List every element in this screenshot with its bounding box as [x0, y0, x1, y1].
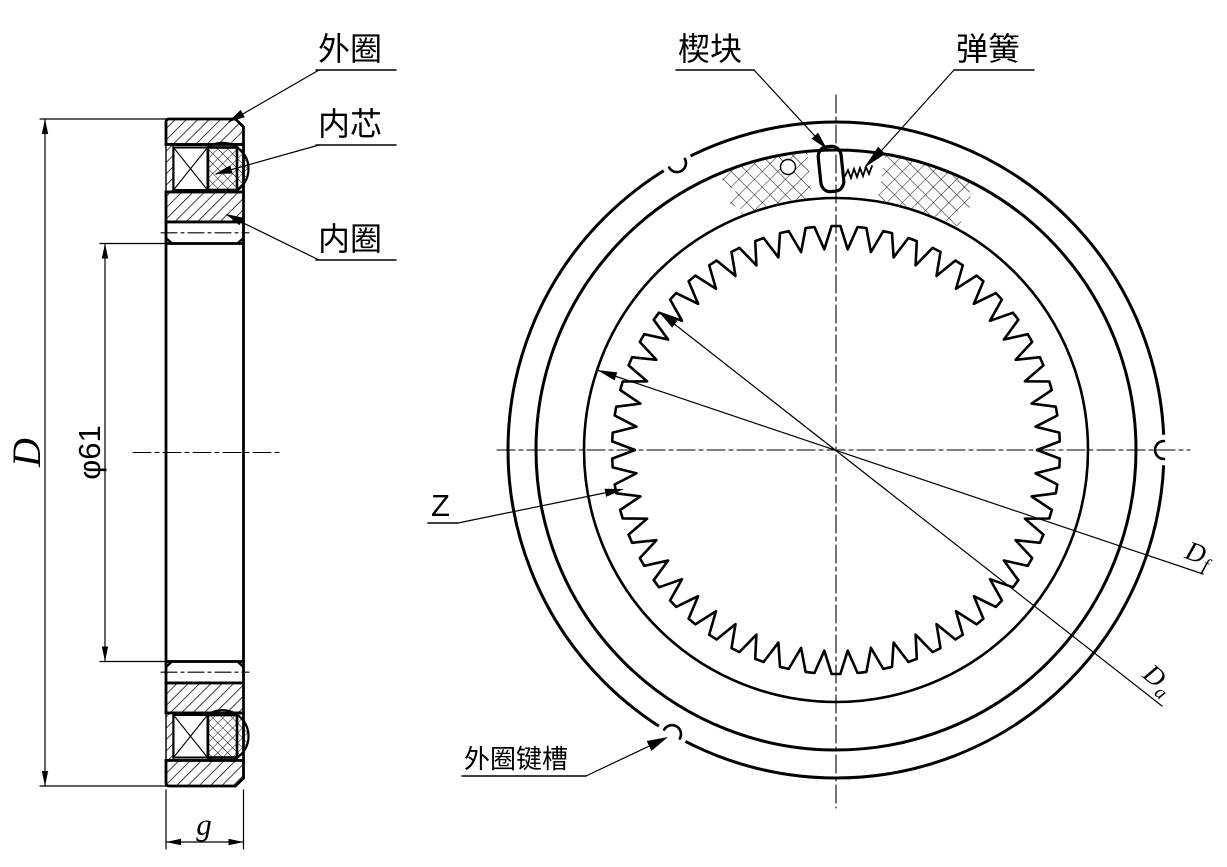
root-diameter-line — [596, 369, 1204, 575]
tip-diameter-line — [658, 311, 1163, 707]
keyway-notch-mask — [658, 724, 686, 744]
spring-coil — [844, 164, 873, 181]
cage-lip-bottom — [165, 712, 174, 762]
width-label: g — [196, 807, 212, 842]
leader-arrow-sprag — [811, 132, 827, 149]
cage-rivet-hole — [779, 158, 797, 176]
inner-ring-hub-top — [164, 220, 245, 245]
arrow-root-diameter — [597, 370, 618, 381]
leader-arrow-inner-core — [215, 165, 233, 174]
outer-ring-label: 外圈 — [318, 31, 382, 67]
inner-ring-section-bottom — [164, 681, 245, 715]
keyway-notch — [662, 723, 683, 740]
keyway-notch-mask — [663, 153, 692, 173]
leader-arrow-teeth-count — [604, 488, 624, 497]
sprag-core-box-bottom — [206, 713, 239, 759]
teeth-count-symbol: Z — [431, 488, 450, 523]
arrow-tip-diameter — [659, 312, 678, 328]
cage-lip-top — [165, 143, 174, 193]
inner-ring-leader-line — [226, 214, 320, 261]
sprag-label: 楔块 — [678, 31, 742, 67]
sprag-leader-line — [753, 69, 826, 148]
leader-arrow-inner-ring — [226, 214, 244, 226]
spring-label: 弹簧 — [956, 31, 1020, 67]
bore-chamfer — [164, 660, 174, 669]
outer-diameter-label: D — [4, 438, 49, 468]
bore-diameter-label: φ61 — [72, 425, 107, 480]
bore-chamfer — [236, 236, 245, 245]
dim-arrow-width-right — [228, 838, 244, 846]
arrowheads — [41, 109, 886, 846]
dim-arrow-width-left — [166, 838, 181, 846]
bore-chamfer — [236, 660, 245, 669]
leader-arrow-keyway — [646, 737, 668, 751]
outer-ring-section-bottom — [164, 759, 245, 788]
dim-arrow-d-bottom — [41, 771, 49, 786]
inner-ring-label: 内圈 — [318, 221, 382, 257]
keyway-label: 外圈键槽 — [464, 744, 568, 774]
outer-ring-section-top — [164, 117, 245, 146]
front-view: 楔块 弹簧 外圈键槽 Z Df Da — [427, 31, 1214, 809]
keyway-notch — [667, 157, 688, 174]
gear-teeth-ring — [610, 224, 1062, 676]
cage-box-diagonal — [172, 714, 209, 759]
section-view: D φ61 g 外圈 内芯 内圈 — [4, 31, 397, 850]
bore-chamfer — [164, 236, 174, 245]
leader-arrow-spring — [864, 146, 886, 168]
inner-core-leader-line — [215, 144, 320, 175]
keyway-notch — [1153, 439, 1166, 461]
inner-ring-hub-bottom — [164, 660, 245, 685]
dim-arrow-bore-bottom — [101, 646, 109, 662]
sprag-wedge-block — [816, 144, 846, 194]
outer-ring-leader-line — [228, 69, 320, 123]
cage-box-diagonal — [172, 146, 209, 191]
sprag-core-box-top — [206, 146, 239, 192]
teeth-count-leader-line — [457, 489, 620, 524]
dim-arrow-bore-top — [101, 243, 109, 259]
inner-core-label: 内芯 — [318, 106, 382, 142]
dim-arrow-d-top — [41, 119, 49, 134]
spring-leader-line — [881, 69, 955, 151]
leader-arrow-outer-ring — [228, 109, 245, 122]
